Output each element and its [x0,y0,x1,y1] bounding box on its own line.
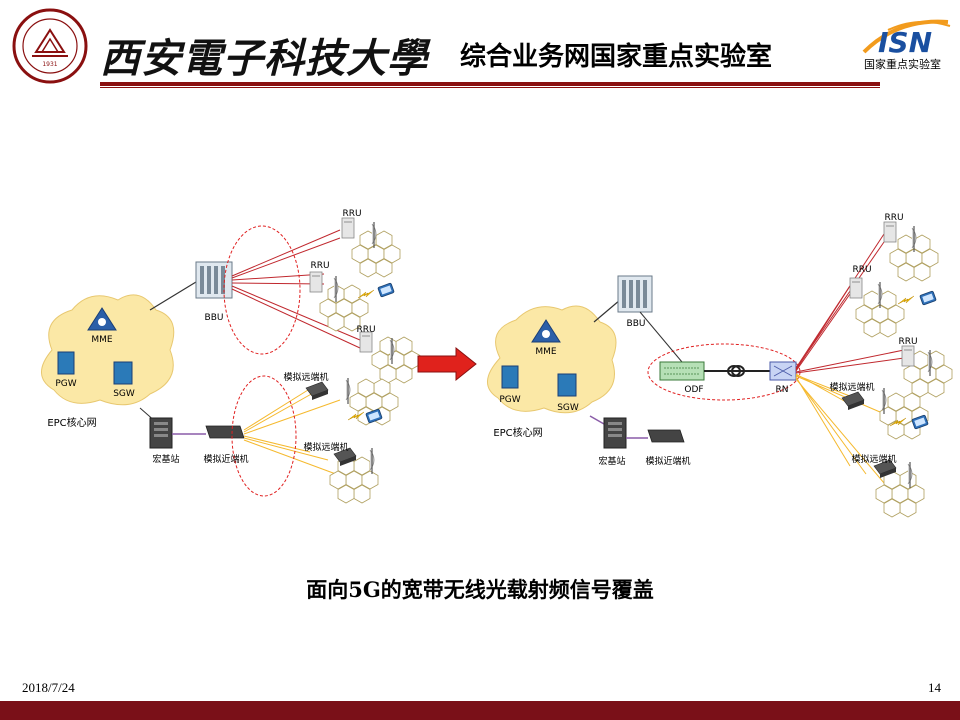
right-epc-label: EPC核心网 [493,426,542,439]
left-macro-station-icon [149,417,173,449]
university-emblem-icon: 1931 [12,8,88,84]
right-near-label: 模拟近端机 [645,455,690,467]
right-mme-label: MME [535,347,557,357]
right-pgw-label: PGW [499,395,520,405]
left-epc-label: EPC核心网 [47,416,96,429]
fiber-coil-icon [727,365,741,377]
header-rule-thin [100,87,880,88]
slide-caption: 面向5G的宽带无线光载射频信号覆盖 [306,577,654,602]
rn-label: RN [776,385,789,395]
left-bbu-label: BBU [205,313,224,323]
odf-icon [659,361,705,381]
right-macro-label: 宏基站 [598,455,625,467]
left-rru-label-1: RRU [342,209,361,219]
pgw-icon [57,351,75,375]
right-macro-station-icon [603,417,627,449]
right-rru-label-1: RRU [884,213,903,223]
right-rru-label-3: RRU [898,337,917,347]
university-name: 西安電子科技大學 [100,35,428,82]
left-near-end-icon [205,425,245,439]
right-rru-label-2: RRU [852,265,871,275]
left-pgw-label: PGW [55,379,76,389]
right-scene: MME PGW SGW EPC核心网 BBU ODF [487,213,952,517]
odf-label: ODF [684,385,703,395]
right-near-end-icon [647,429,685,443]
right-sgw-icon [557,373,577,397]
left-far-label-2: 模拟远端机 [303,441,348,453]
left-scene: MME PGW SGW EPC核心网 BBU [41,209,420,503]
left-macro-label: 宏基站 [152,453,179,465]
right-sgw-label: SGW [557,403,579,413]
right-pgw-icon [501,365,519,389]
right-bbu-label: BBU [627,319,646,329]
sgw-icon [113,361,133,385]
left-sgw-label: SGW [113,389,135,399]
right-epc-cloud [487,305,617,414]
emblem-year: 1931 [42,61,57,68]
transition-arrow-icon [417,346,477,382]
left-near-ellipse [231,375,297,497]
left-rru-label-3: RRU [356,325,375,335]
isn-logo-icon: ISN [862,19,951,59]
isn-caption: 国家重点实验室 [864,58,941,71]
lab-name: 综合业务网国家重点实验室 [460,42,773,72]
page-number: 14 [928,680,941,695]
left-far-label-1: 模拟远端机 [283,371,328,383]
epc-cloud [41,294,175,406]
left-bbu-ellipse [223,225,301,355]
right-far-label-1: 模拟远端机 [829,381,874,393]
left-mme-label: MME [91,335,113,345]
header-rule [100,82,880,86]
footer-bar [0,701,960,720]
left-rru-label-2: RRU [310,261,329,271]
left-near-label: 模拟近端机 [203,453,248,465]
right-far-label-2: 模拟远端机 [851,453,896,465]
network-diagram: MME PGW SGW EPC核心网 BBU [41,209,960,530]
footer-date: 2018/7/24 [22,680,75,695]
isn-logo-text: ISN [878,26,932,59]
